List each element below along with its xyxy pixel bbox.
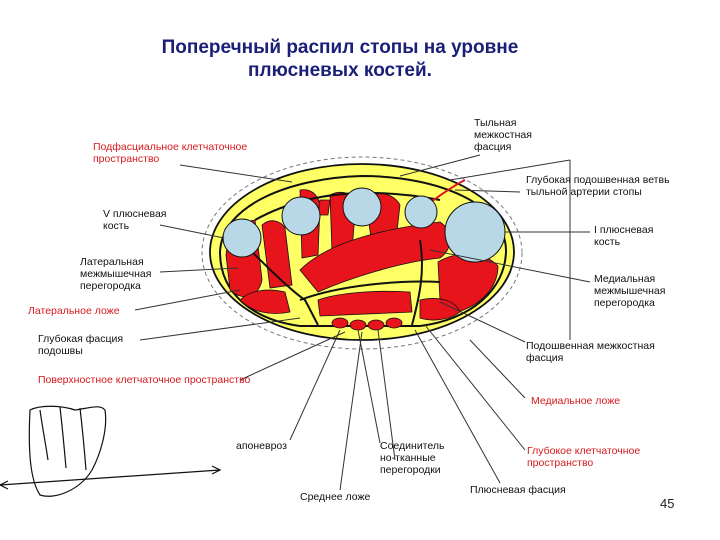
tendon-2 xyxy=(350,320,366,330)
label-subfascial-space: Подфасциальное клетчаточное пространство xyxy=(93,141,247,165)
metatarsal-3 xyxy=(343,188,381,226)
label-metatarsal-fascia: Плюсневая фасция xyxy=(470,484,566,496)
toe-line-2 xyxy=(60,407,66,468)
label-first-metatarsal: I плюсневая кость xyxy=(594,224,653,248)
toe-line-3 xyxy=(80,408,86,470)
label-plantar-interosseous-fascia: Подошвенная межкостная фасция xyxy=(526,340,655,364)
metatarsal-2 xyxy=(405,196,437,228)
label-superficial-space: Поверхностное клетчаточное пространство xyxy=(38,374,250,386)
tendon-4 xyxy=(386,318,402,328)
label-deep-plantar-fascia: Глубокая фасция подошвы xyxy=(38,333,123,357)
label-medial-compartment: Медиальное ложе xyxy=(531,395,620,407)
label-middle-compartment: Среднее ложе xyxy=(300,491,370,503)
label-lateral-compartment: Латеральное ложе xyxy=(28,305,120,317)
tendon-3 xyxy=(368,320,384,330)
metatarsal-1 xyxy=(445,202,505,262)
label-dorsal-interosseous-fascia: Тыльная межкостная фасция xyxy=(474,117,532,153)
metatarsal-5 xyxy=(223,219,261,257)
label-fifth-metatarsal: V плюсневая кость xyxy=(103,208,166,232)
foot-sketch xyxy=(0,406,220,496)
toe-line-1 xyxy=(40,410,48,460)
label-connective-septa: Соединитель но-тканные перегородки xyxy=(380,440,444,476)
metatarsal-4 xyxy=(282,197,320,235)
page-number: 45 xyxy=(660,496,674,511)
label-deep-plantar-branch: Глубокая подошвенная ветвь тыльной артер… xyxy=(526,174,670,198)
label-medial-septum: Медиальная межмышечная перегородка xyxy=(594,273,665,309)
label-aponeurosis: апоневроз xyxy=(236,440,287,452)
tendon-1 xyxy=(332,318,348,328)
label-deep-cellular-space: Глубокое клетчаточное пространство xyxy=(527,445,640,469)
label-lateral-septum: Латеральная межмышечная перегородка xyxy=(80,256,151,292)
